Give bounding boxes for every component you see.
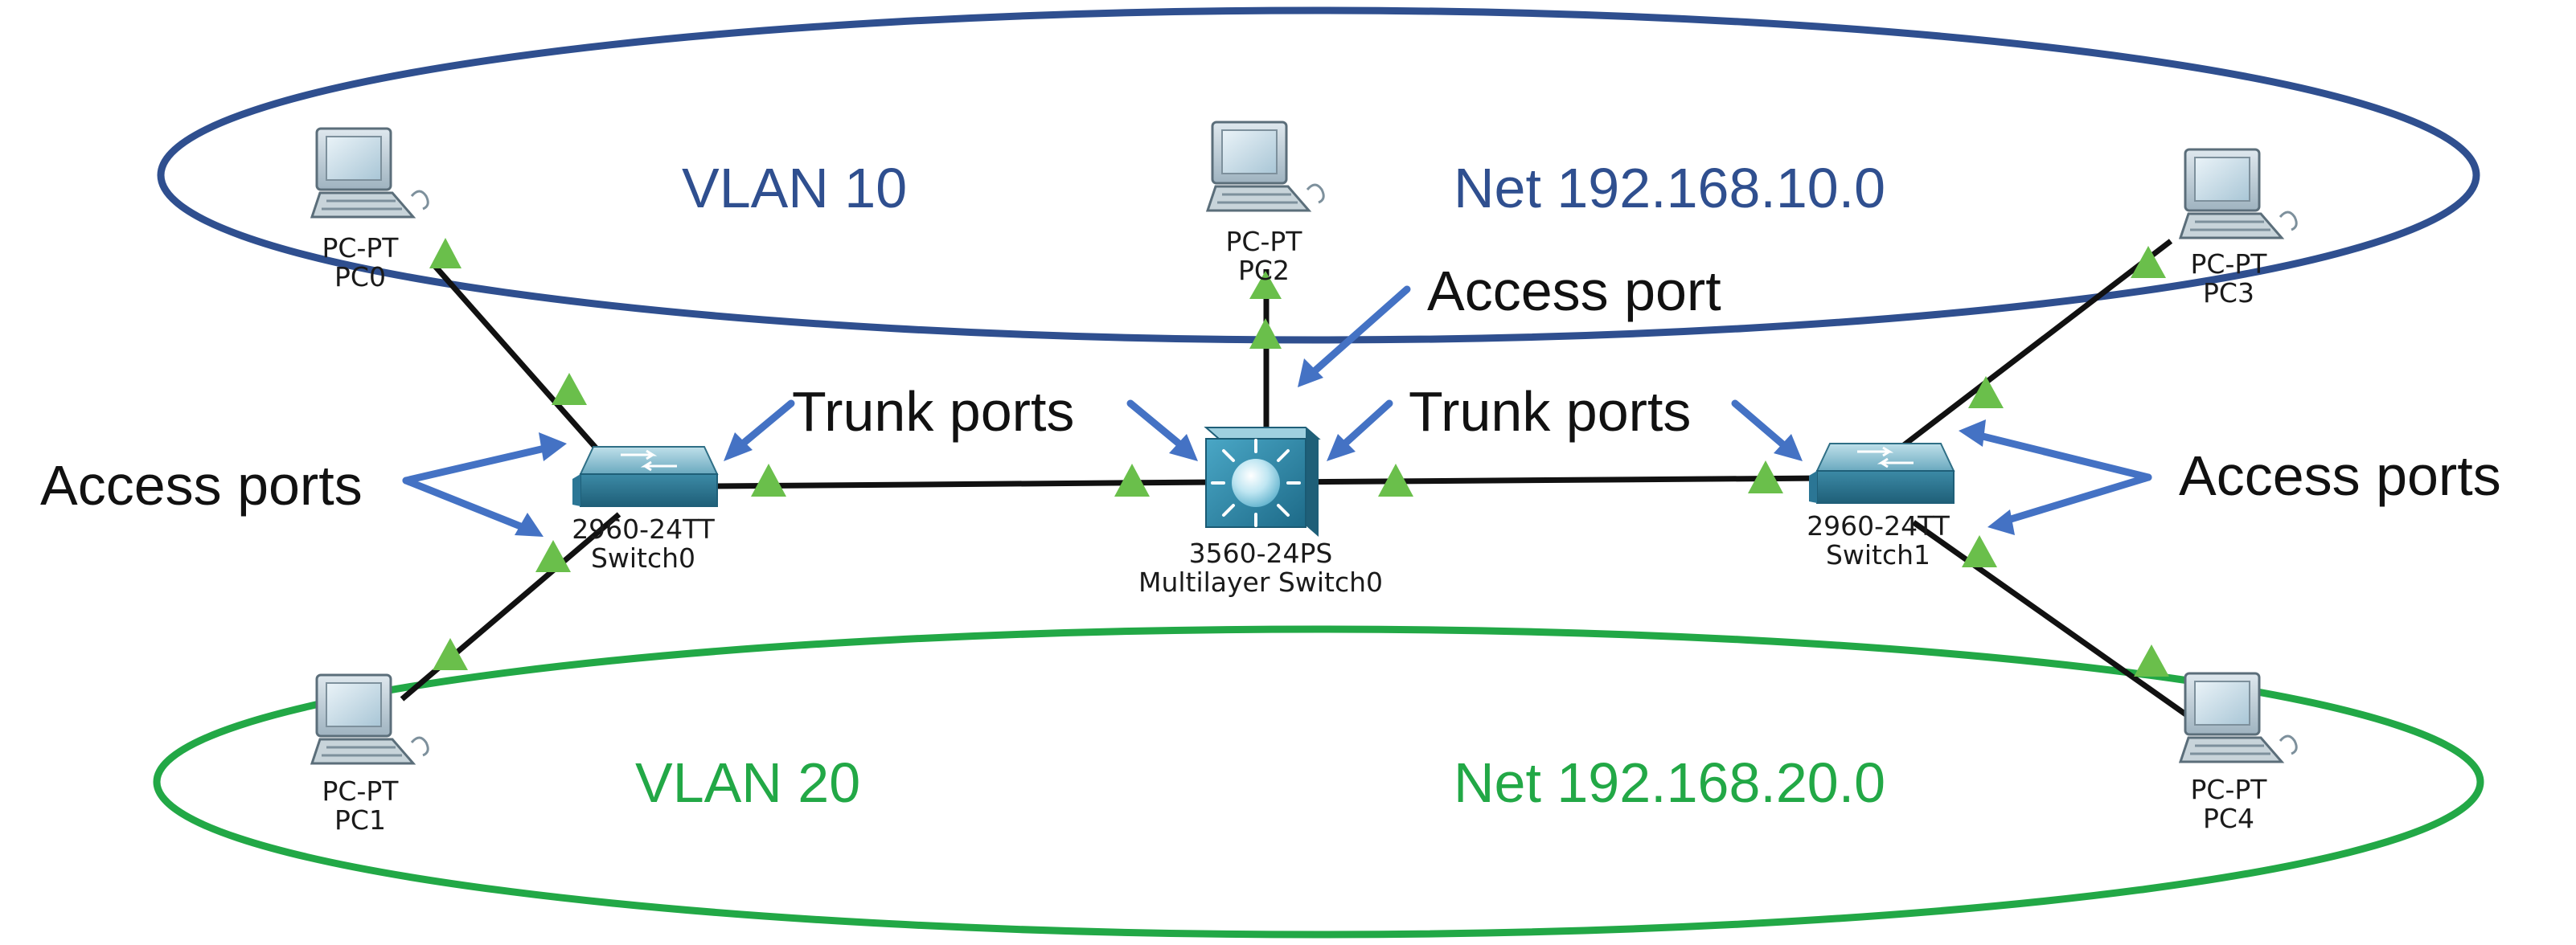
vlan20-label: VLAN 20 (635, 751, 860, 814)
pc1-model-label: PC-PT (322, 775, 400, 807)
vlan20-network-label: Net 192.168.20.0 (1454, 751, 1885, 814)
annotation-arrows (402, 285, 2152, 534)
vlan10-boundary (157, 6, 2480, 344)
pc2-name-label: PC2 (1238, 255, 1290, 286)
port-indicator-switch0-pc0 (552, 373, 587, 405)
access-ports-right-label: Access ports (2179, 444, 2501, 507)
arrow-trunk-center-right (1334, 399, 1393, 454)
arrow-trunk-right (1731, 399, 1795, 456)
desktop-pc-icon[interactable] (310, 127, 429, 219)
port-indicator-switch1-pc4 (1962, 535, 1997, 567)
switch1-name-label: Switch1 (1826, 539, 1930, 571)
port-indicator-pc4 (2134, 644, 2169, 677)
port-indicator-pc2 (1249, 271, 1282, 299)
link-switch1-pc4 (1911, 520, 2189, 718)
vlan10-label: VLAN 10 (682, 157, 907, 219)
switch0-model-label: 2960-24TT (572, 513, 715, 545)
arrow-access-left-lower (402, 477, 535, 534)
annotation-arrowheads (515, 358, 2015, 537)
pc0-model-label: PC-PT (322, 232, 400, 264)
port-indicator-switch1-pc3 (1968, 376, 2004, 408)
pc0-name-label: PC0 (334, 261, 386, 292)
port-indicator-pc3 (2131, 246, 2166, 278)
access-port-center-label: Access port (1427, 260, 1721, 322)
port-indicator-switch1-trunk (1748, 460, 1783, 493)
multilayer-switch-icon[interactable] (1204, 427, 1321, 537)
port-indicator-ml-trunk-left (1114, 464, 1150, 497)
link-pc0-switch0 (432, 263, 621, 477)
port-indicator-switch0-trunk (751, 464, 786, 497)
arrow-access-left-upper (402, 443, 556, 485)
layer2-switch-icon[interactable] (571, 445, 719, 508)
trunk-ports-right-label: Trunk ports (1409, 380, 1691, 443)
switch0-name-label: Switch0 (591, 542, 695, 574)
link-mlswitch0-switch1 (1278, 475, 1826, 485)
port-indicators (429, 238, 2169, 677)
arrow-access-right-upper (1969, 430, 2152, 481)
desktop-pc-icon[interactable] (2179, 672, 2298, 763)
port-indicator-pc1 (433, 638, 468, 670)
pc2-model-label: PC-PT (1226, 226, 1303, 257)
arrow-access-center (1305, 285, 1411, 380)
mlswitch0-model-label: 3560-24PS (1189, 538, 1333, 569)
pc4-model-label: PC-PT (2191, 774, 2268, 805)
switch1-model-label: 2960-24TT (1807, 510, 1950, 542)
mlswitch0-name-label: Multilayer Switch0 (1138, 567, 1383, 598)
arrow-trunk-center-left (1126, 399, 1191, 454)
link-switch1-pc3 (1895, 239, 2173, 452)
port-indicator-ml-trunk-right (1378, 464, 1413, 497)
pc3-name-label: PC3 (2203, 277, 2254, 309)
layer2-switch-icon[interactable] (1807, 442, 1955, 505)
port-indicator-switch0-pc1 (535, 540, 571, 572)
access-ports-left-label: Access ports (40, 454, 363, 517)
vlan10-network-label: Net 192.168.10.0 (1454, 157, 1885, 219)
port-indicator-pc0 (429, 238, 461, 268)
desktop-pc-icon[interactable] (2179, 148, 2298, 239)
pc1-name-label: PC1 (334, 804, 386, 836)
trunk-ports-left-label: Trunk ports (792, 380, 1074, 443)
desktop-pc-icon[interactable] (1206, 121, 1325, 212)
arrow-access-right-lower (1996, 473, 2152, 526)
pc3-model-label: PC-PT (2191, 248, 2268, 280)
pc4-name-label: PC4 (2203, 803, 2254, 834)
vlan20-boundary (153, 625, 2484, 939)
port-indicator-ml-access (1249, 318, 1282, 349)
